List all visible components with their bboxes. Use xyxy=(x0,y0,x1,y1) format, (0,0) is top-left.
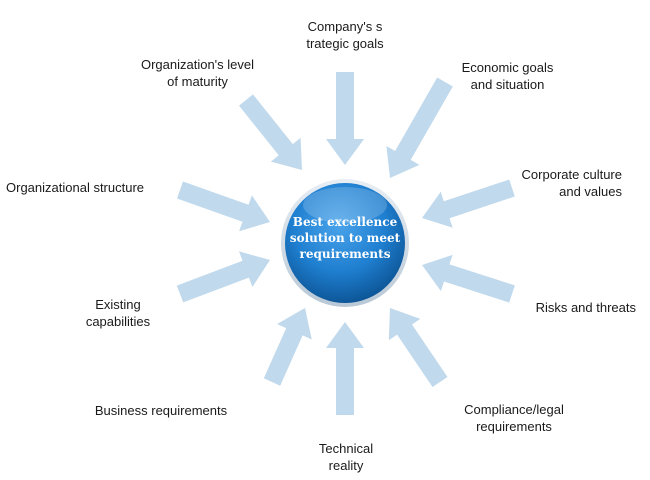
arrow-compliance xyxy=(388,308,448,387)
center-label-line: Best excellence xyxy=(292,215,398,229)
factor-economic-goals: Economic goals and situation xyxy=(450,59,565,93)
factor-line: of maturity xyxy=(167,74,228,89)
factor-line: Risks and threats xyxy=(535,300,636,315)
factor-compliance: Compliance/legal requirements xyxy=(452,401,576,435)
center-label-line: requirements xyxy=(299,247,391,261)
arrow-technical-reality xyxy=(326,322,364,415)
factor-line: requirements xyxy=(476,419,552,434)
factor-risks-threats: Risks and threats xyxy=(512,299,636,316)
factor-line: capabilities xyxy=(85,314,151,329)
factor-existing-capabilities: Existing capabilities xyxy=(68,296,168,330)
factor-line: Existing xyxy=(95,297,141,312)
arrow-business-requirements xyxy=(263,308,312,386)
factor-line: Company's s xyxy=(307,19,383,34)
arrow-maturity xyxy=(239,94,302,170)
arrow-corporate-culture xyxy=(422,179,515,228)
factor-line: trategic goals xyxy=(306,36,384,51)
factor-maturity: Organization's level of maturity xyxy=(130,56,265,90)
center-circle xyxy=(285,183,405,303)
center-highlight xyxy=(303,187,387,223)
center-sphere xyxy=(281,179,409,307)
factor-business-requirements: Business requirements xyxy=(90,402,232,419)
factor-line: Technical xyxy=(318,441,374,456)
factor-organizational-structure: Organizational structure xyxy=(6,179,156,196)
arrows-group xyxy=(176,72,515,415)
factor-line: Organization's level xyxy=(140,57,255,72)
factor-technical-reality: Technical reality xyxy=(296,440,396,474)
factor-line: Corporate culture xyxy=(521,167,622,182)
arrow-strategic-goals xyxy=(326,72,364,165)
factor-line: Business requirements xyxy=(94,403,228,418)
center-label: Best excellence solution to meet require… xyxy=(285,214,405,262)
factor-line: reality xyxy=(328,458,364,473)
factor-corporate-culture: Corporate culture and values xyxy=(500,166,622,200)
factor-line: Organizational structure xyxy=(6,180,145,195)
factor-line: Economic goals xyxy=(461,60,554,75)
arrow-risks-threats xyxy=(422,254,515,303)
arrow-organizational-structure xyxy=(177,181,270,232)
arrow-economic-goals xyxy=(386,77,453,178)
factor-line: and situation xyxy=(470,77,545,92)
factor-strategic-goals: Company's s trategic goals xyxy=(290,18,400,52)
arrow-existing-capabilities xyxy=(176,251,270,303)
factor-line: and values xyxy=(559,184,622,199)
center-label-line: solution to meet xyxy=(289,231,401,245)
factor-line: Compliance/legal xyxy=(464,402,564,417)
